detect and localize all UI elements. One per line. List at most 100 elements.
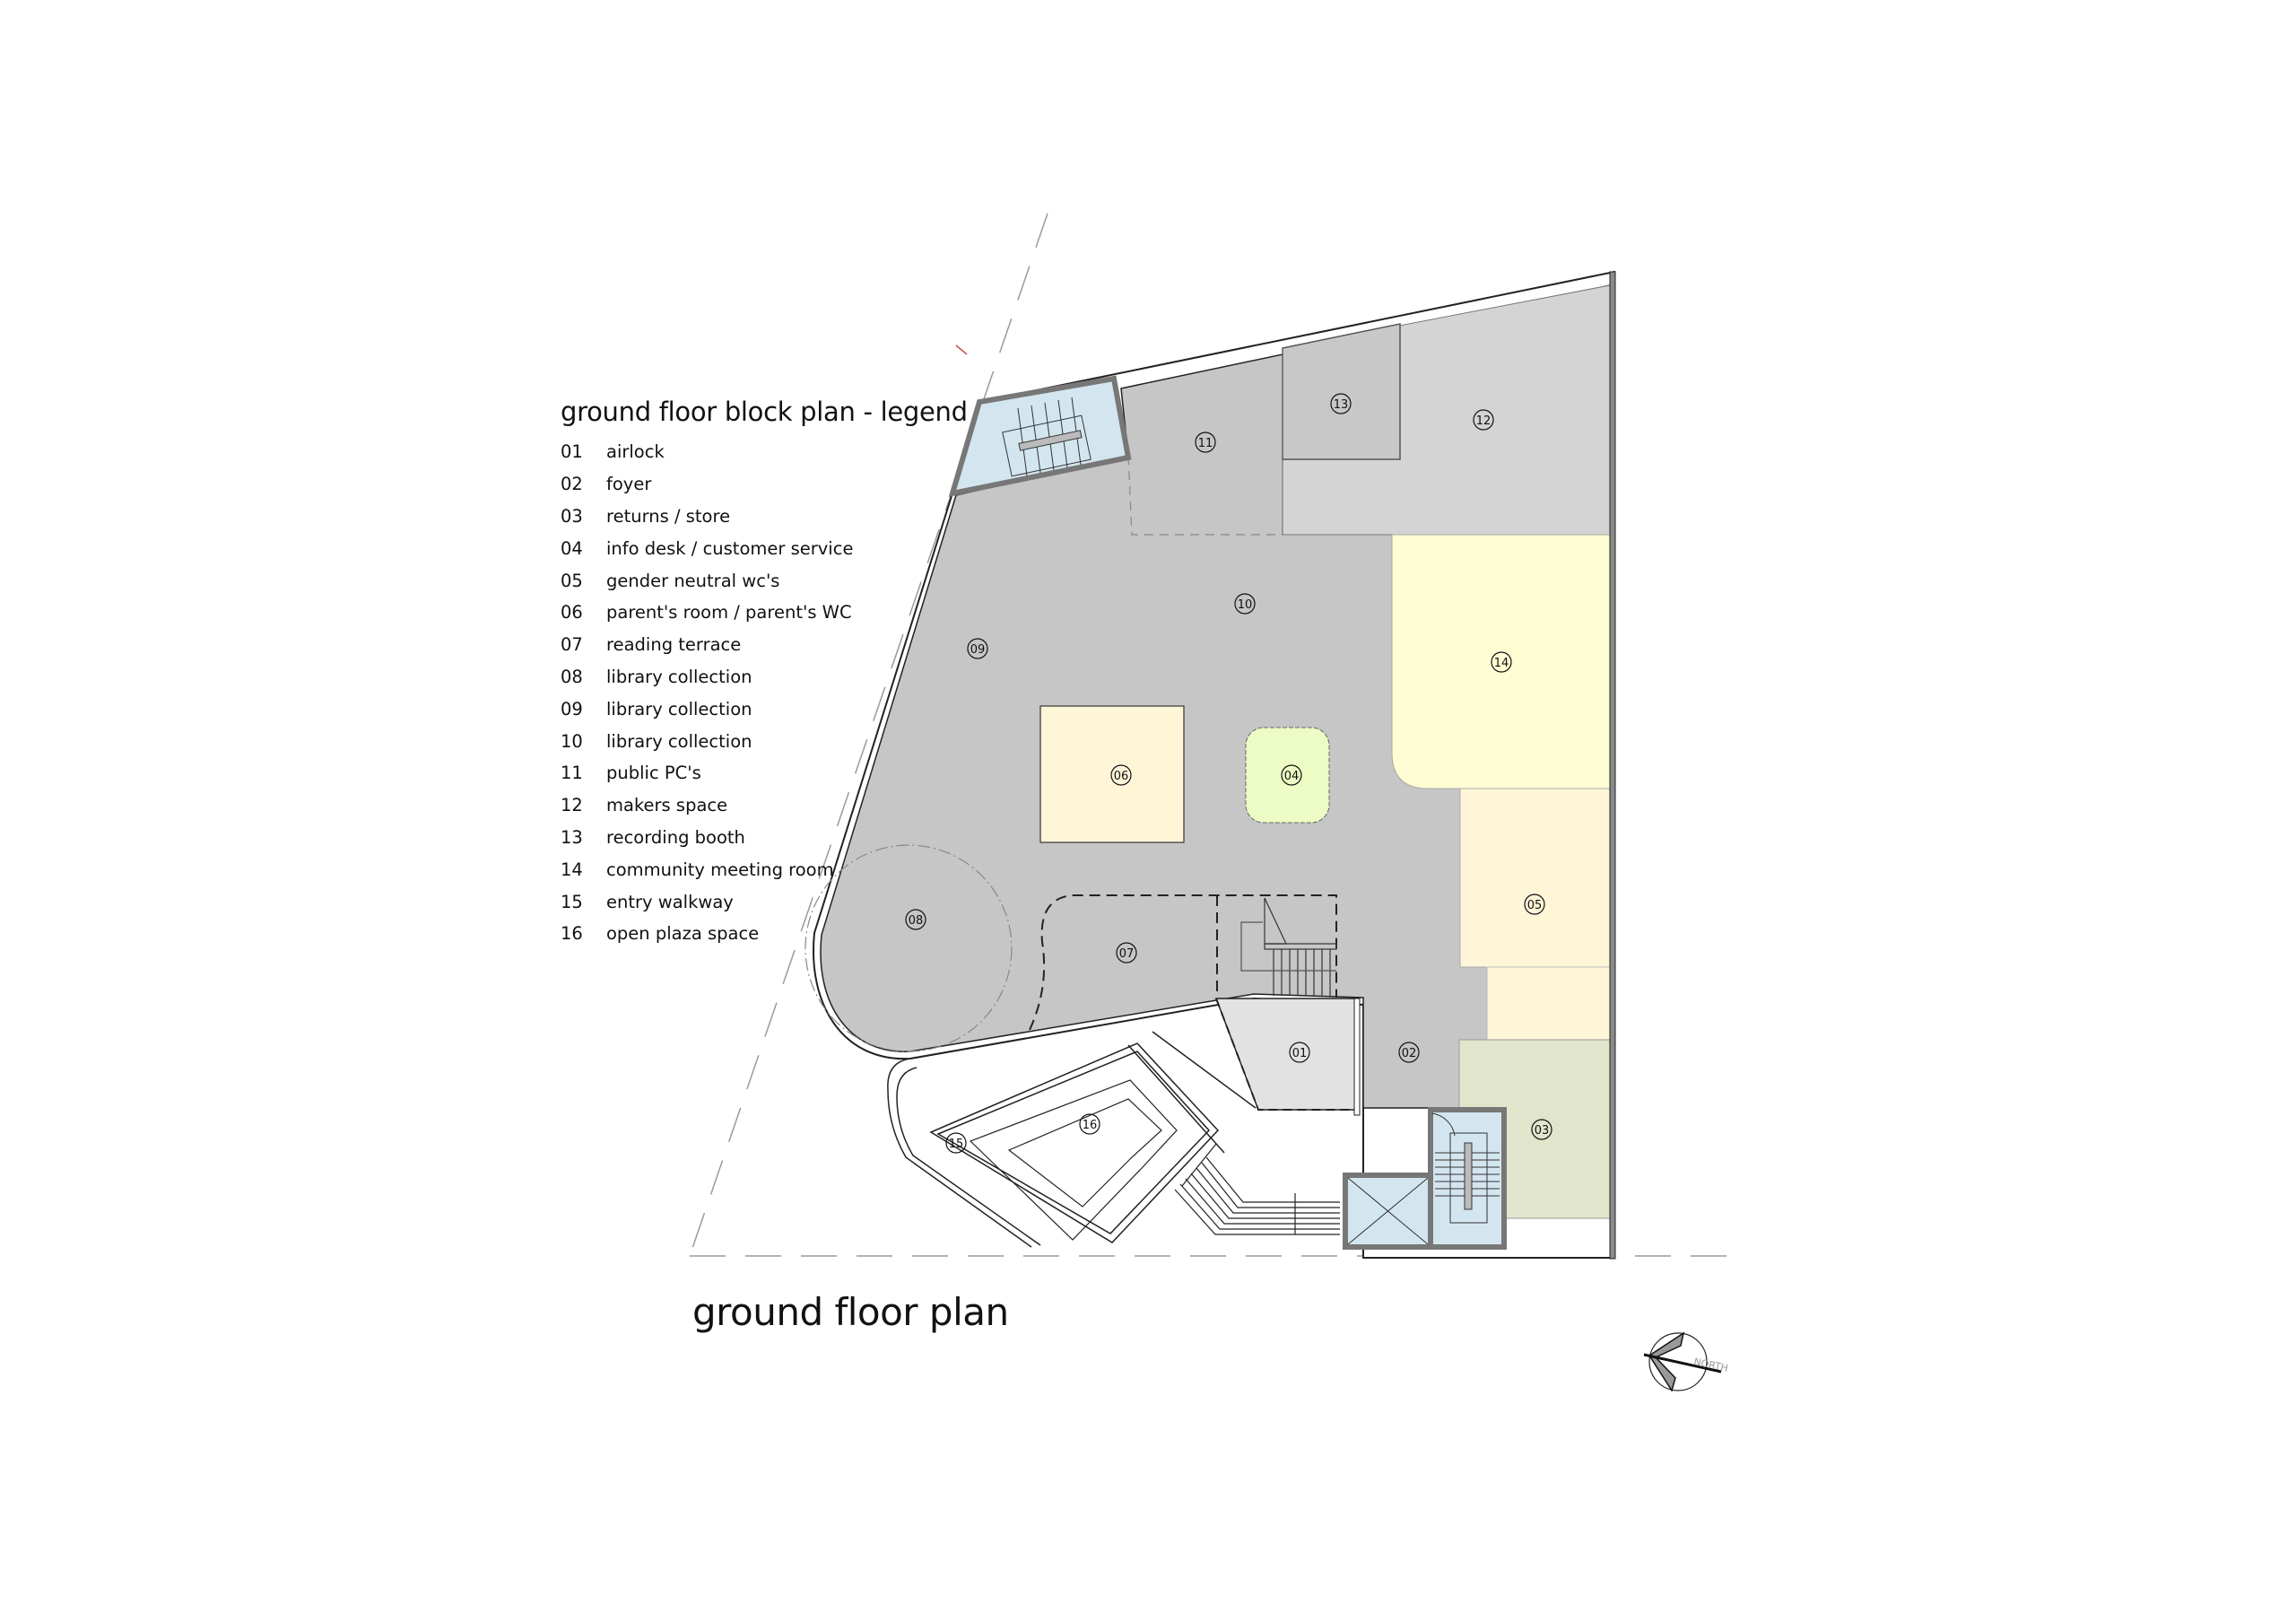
- legend-item-number: 03: [561, 505, 583, 527]
- room-06-parents-room: [1039, 705, 1185, 843]
- legend-item: 09 library collection: [561, 693, 968, 725]
- legend-item: 07 reading terrace: [561, 629, 968, 661]
- legend-item-number: 10: [561, 730, 583, 752]
- svg-text:10: 10: [1238, 598, 1253, 612]
- legend-item: 01 airlock: [561, 436, 968, 468]
- room-07-reading-terrace: [1029, 894, 1337, 1031]
- legend-item-number: 16: [561, 923, 583, 945]
- legend-item-number: 12: [561, 795, 583, 816]
- legend-item-label: foyer: [606, 474, 652, 495]
- svg-text:16: 16: [1083, 1119, 1098, 1132]
- svg-text:04: 04: [1284, 770, 1300, 783]
- svg-text:13: 13: [1334, 398, 1349, 412]
- legend-item-label: parent's room / parent's WC: [606, 602, 852, 624]
- legend-item: 08 library collection: [561, 661, 968, 693]
- tag-02: 02: [1398, 1042, 1420, 1063]
- room-tags: 01 02 03 04 05 06 07 08 09 10 11 12 13 1…: [905, 393, 1552, 1154]
- svg-text:15: 15: [949, 1138, 964, 1151]
- tag-08: 08: [905, 909, 926, 930]
- legend-list: 01 airlock 02 foyer 03 returns / store 04 in…: [561, 436, 968, 950]
- north-arrow-icon: NORTH: [1643, 1331, 1729, 1392]
- svg-text:01: 01: [1292, 1047, 1308, 1060]
- legend-item-label: library collection: [606, 698, 752, 719]
- svg-text:NORTH: NORTH: [1692, 1356, 1729, 1374]
- internal-stair: [1240, 897, 1337, 996]
- legend-item-label: public PC's: [606, 763, 701, 784]
- tag-01: 01: [1289, 1042, 1310, 1063]
- lift-core: [1343, 1107, 1507, 1250]
- legend-item-label: community meeting room: [606, 859, 834, 880]
- legend-item-number: 02: [561, 474, 583, 495]
- svg-text:12: 12: [1476, 414, 1492, 428]
- svg-text:05: 05: [1527, 899, 1543, 912]
- legend-item-number: 01: [561, 441, 583, 463]
- legend-item: 03 returns / store: [561, 501, 968, 533]
- legend-item-number: 15: [561, 891, 583, 912]
- site-boundary: [689, 213, 1744, 1257]
- legend-item: 06 parent's room / parent's WC: [561, 597, 968, 629]
- legend-item-label: recording booth: [606, 826, 745, 848]
- legend-item-label: library collection: [606, 666, 752, 687]
- legend-item: 04 info desk / customer service: [561, 532, 968, 564]
- tag-16: 16: [1079, 1113, 1100, 1135]
- legend-item: 13 recording booth: [561, 822, 968, 854]
- tag-09: 09: [967, 638, 988, 659]
- legend-item-label: airlock: [606, 441, 665, 463]
- legend-item-label: library collection: [606, 730, 752, 752]
- legend-item-number: 05: [561, 570, 583, 591]
- svg-text:09: 09: [970, 643, 986, 657]
- room-08-circle-zone: [804, 844, 1013, 1052]
- legend-item-number: 04: [561, 537, 583, 559]
- tag-04: 04: [1281, 764, 1302, 786]
- legend-item-number: 08: [561, 666, 583, 687]
- legend-item-number: 09: [561, 698, 583, 719]
- tag-14: 14: [1491, 651, 1512, 673]
- open-plaza: [887, 1031, 1257, 1248]
- tag-12: 12: [1473, 409, 1494, 431]
- legend-item-label: entry walkway: [606, 891, 734, 912]
- legend-item-label: reading terrace: [606, 634, 742, 656]
- svg-text:02: 02: [1402, 1047, 1417, 1060]
- legend-item-label: returns / store: [606, 505, 731, 527]
- legend: ground floor block plan - legend 01 airlo…: [561, 397, 968, 950]
- plan-title: ground floor plan: [692, 1290, 1009, 1334]
- legend-item: 02 foyer: [561, 468, 968, 501]
- legend-item-label: makers space: [606, 795, 728, 816]
- room-04-info-desk: [1245, 727, 1330, 824]
- legend-item-label: gender neutral wc's: [606, 570, 780, 591]
- tag-05: 05: [1524, 894, 1545, 915]
- legend-item-number: 07: [561, 634, 583, 656]
- legend-item: 14 community meeting room: [561, 853, 968, 885]
- legend-item-number: 11: [561, 763, 583, 784]
- svg-text:14: 14: [1494, 657, 1509, 670]
- legend-item-number: 13: [561, 826, 583, 848]
- svg-text:07: 07: [1119, 947, 1135, 961]
- tag-07: 07: [1116, 942, 1137, 964]
- legend-item: 16 open plaza space: [561, 918, 968, 950]
- tag-03: 03: [1531, 1119, 1552, 1140]
- entry-steps: [1174, 1143, 1340, 1235]
- legend-item-label: info desk / customer service: [606, 537, 854, 559]
- east-wall: [1609, 271, 1616, 1260]
- legend-item: 05 gender neutral wc's: [561, 564, 968, 597]
- tag-15: 15: [945, 1132, 967, 1154]
- room-11-public-pcs: [1127, 455, 1283, 536]
- room-05-wcs: [1459, 788, 1611, 968]
- tag-13: 13: [1330, 393, 1352, 414]
- legend-item-label: open plaza space: [606, 923, 760, 945]
- svg-text:08: 08: [909, 914, 924, 928]
- tag-11: 11: [1195, 432, 1216, 453]
- legend-item: 15 entry walkway: [561, 885, 968, 918]
- legend-item-number: 14: [561, 859, 583, 880]
- room-13-recording-booth: [1282, 323, 1401, 460]
- svg-text:03: 03: [1535, 1124, 1550, 1138]
- legend-title: ground floor block plan - legend: [561, 397, 968, 427]
- stair-core-north: [948, 375, 1132, 497]
- tag-06: 06: [1110, 764, 1132, 786]
- legend-item: 11 public PC's: [561, 757, 968, 789]
- svg-text:11: 11: [1198, 437, 1213, 450]
- room-05-wcs-lower: [1486, 966, 1611, 1041]
- legend-item: 12 makers space: [561, 789, 968, 822]
- legend-item-number: 06: [561, 602, 583, 624]
